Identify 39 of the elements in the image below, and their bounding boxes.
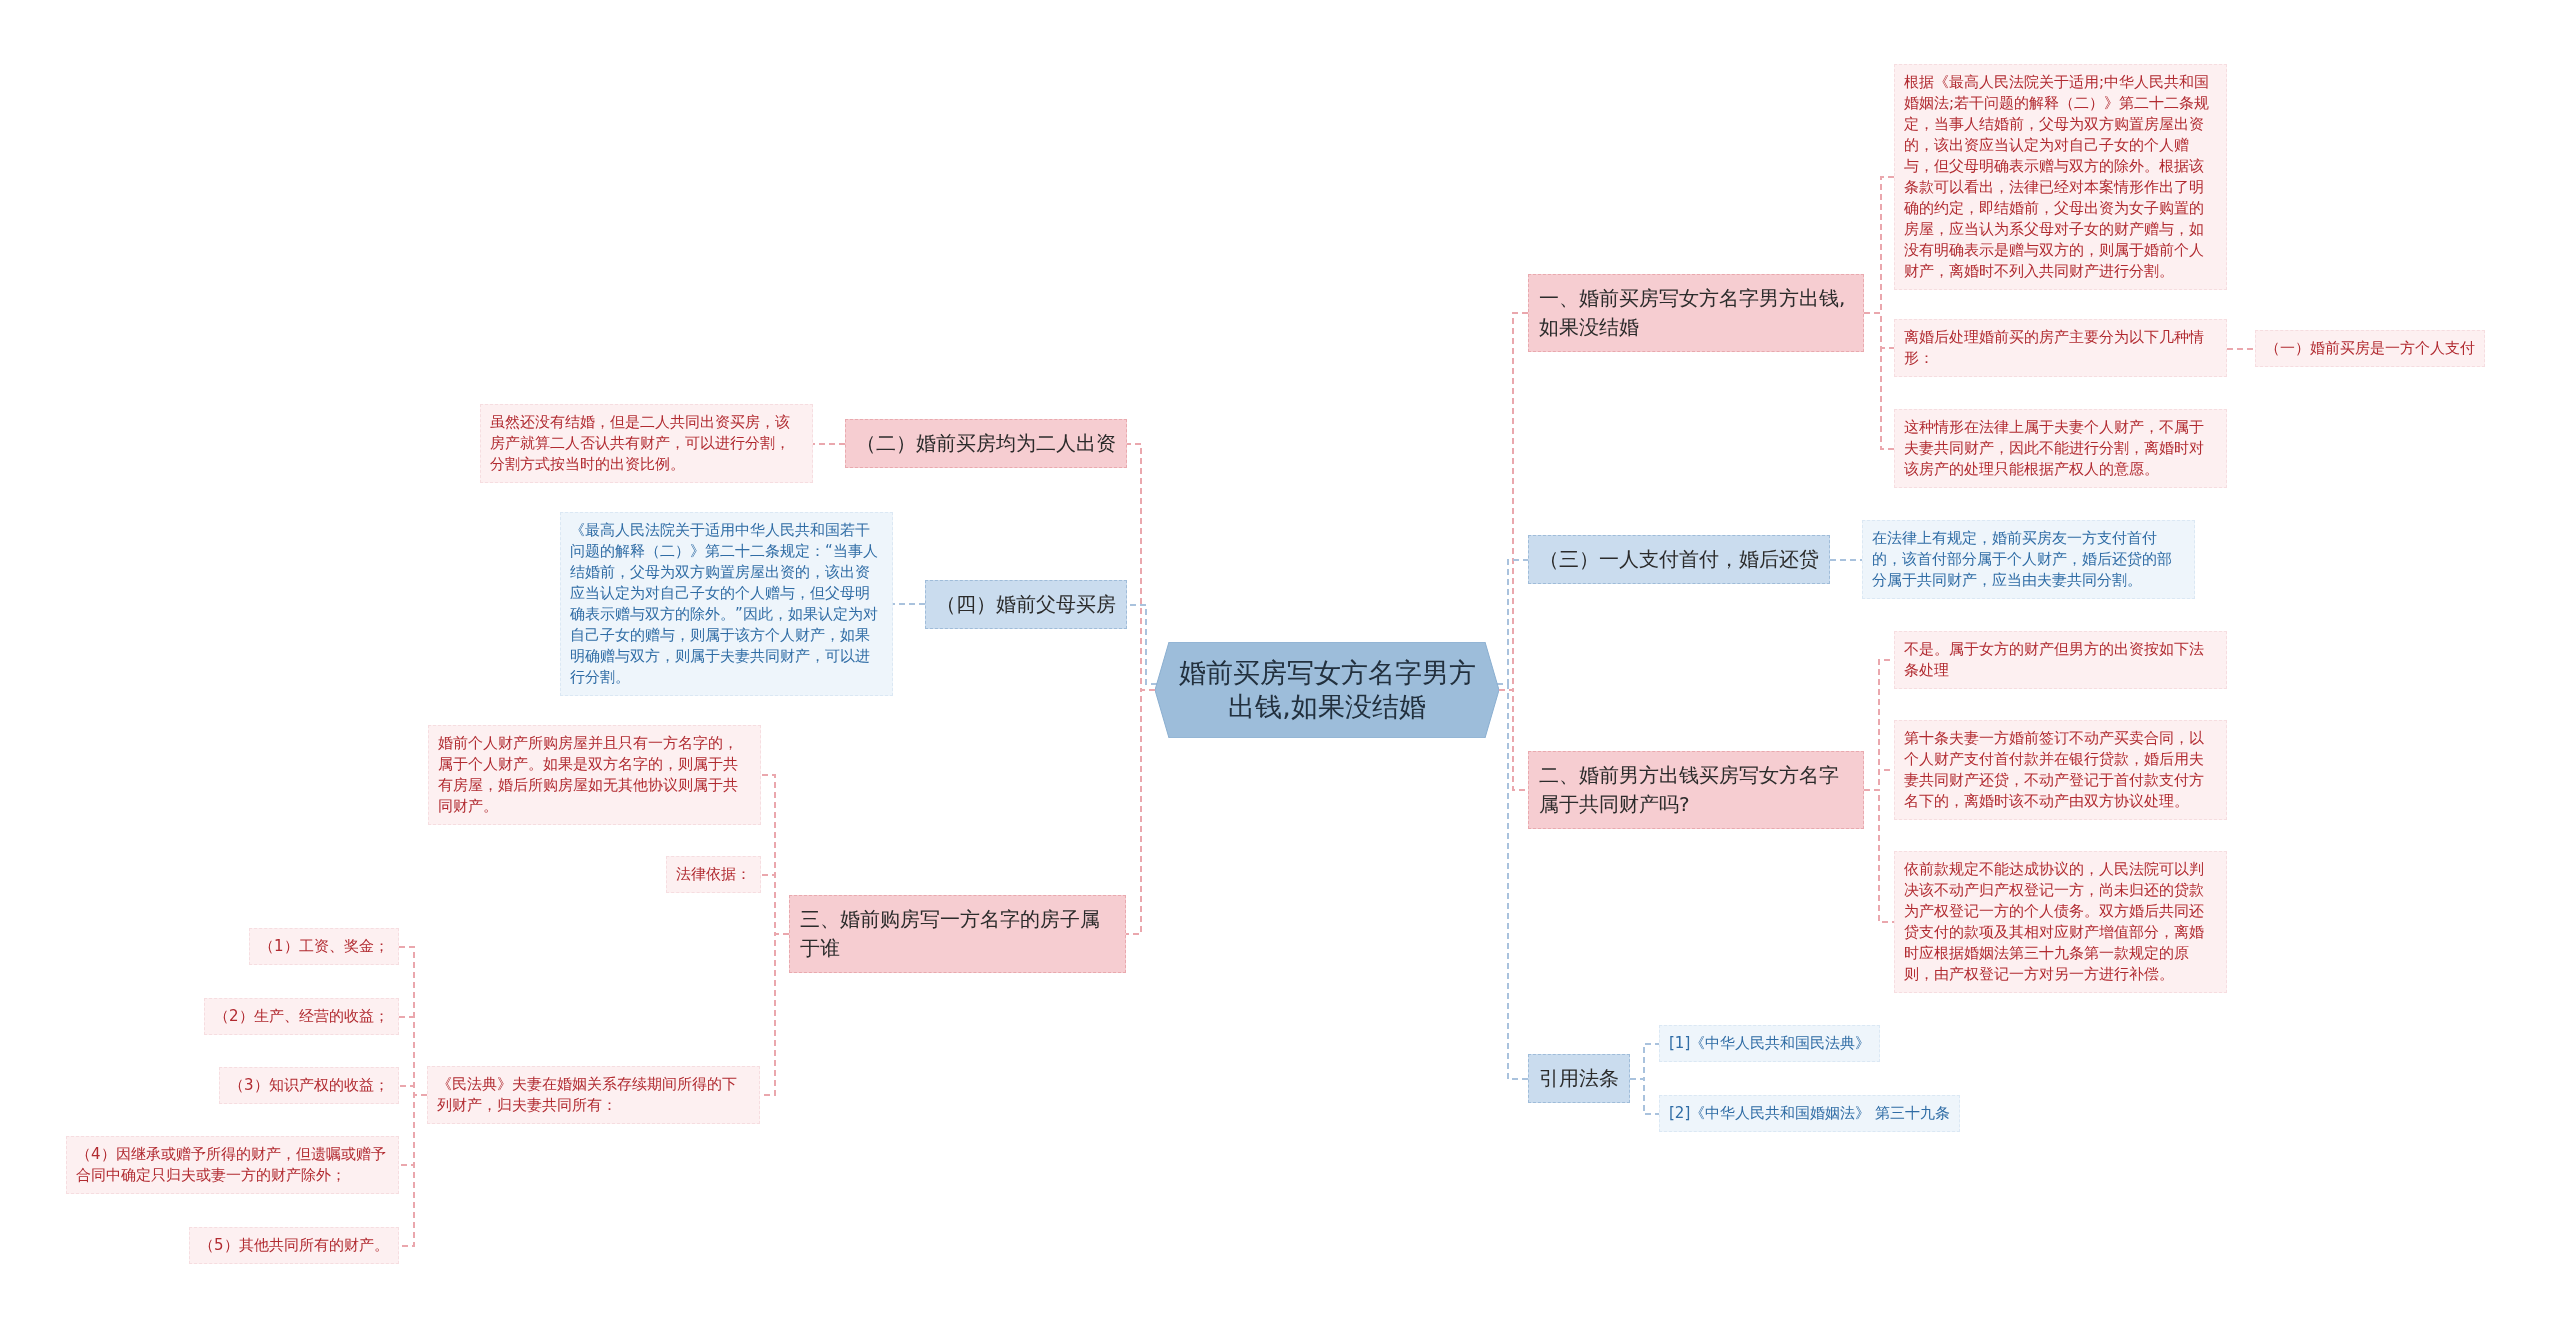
- branch-box: （三）一人支付首付，婚后还贷: [1528, 535, 1830, 584]
- note-box: （3）知识产权的收益；: [219, 1067, 399, 1104]
- note-box: 婚前个人财产所购房屋并且只有一方名字的，属于个人财产。如果是双方名字的，则属于共有房屋，婚后所购房屋如无其他协议则属于共同财产。: [428, 725, 761, 825]
- note-box: 在法律上有规定，婚前买房友一方支付首付的，该首付部分属于个人财产，婚后还贷的部分属于共同财产，应当由夫妻共同分割。: [1862, 520, 2195, 599]
- branch-box: 二、婚前男方出钱买房写女方名字属于共同财产吗?: [1528, 751, 1864, 829]
- central-topic: 婚前买房写女方名字男方出钱,如果没结婚: [1155, 642, 1499, 738]
- note-box: 第十条夫妻一方婚前签订不动产买卖合同，以个人财产支付首付款并在银行贷款，婚后用夫妻共同财产还贷，不动产登记于首付款支付方名下的，离婚时该不动产由双方协议处理。: [1894, 720, 2227, 820]
- note-box: 法律依据：: [666, 856, 761, 893]
- note-box: 《最高人民法院关于适用中华人民共和国若干问题的解释（二）》第二十二条规定：“当事人结婚前，父母为双方购置房屋出资的，该出资应当认定为对自己子女的个人赠与，但父母明确表示赠与双方的除外。”因此，如果认定为对自己子女的赠与，则属于该方个人财产，如果明确赠与双方，则属于夫妻共同财产，可以进行分割。: [560, 512, 893, 696]
- note-box: （2）生产、经营的收益；: [204, 998, 399, 1035]
- note-box: 虽然还没有结婚，但是二人共同出资买房，该房产就算二人否认共有财产，可以进行分割，分割方式按当时的出资比例。: [480, 404, 813, 483]
- note-box: （4）因继承或赠予所得的财产，但遗嘱或赠予合同中确定只归夫或妻一方的财产除外；: [66, 1136, 399, 1194]
- connector-line: [1829, 559, 1863, 561]
- branch-box: 引用法条: [1528, 1054, 1630, 1103]
- note-box: 不是。属于女方的财产但男方的出资按如下法条处理: [1894, 631, 2227, 689]
- note-box: [2]《中华人民共和国婚姻法》 第三十九条: [1659, 1095, 1960, 1132]
- branch-box: （二）婚前买房均为二人出资: [845, 419, 1127, 468]
- connector-line: [398, 946, 428, 1247]
- connector-line: [1629, 1043, 1660, 1115]
- branch-box: 一、婚前买房写女方名字男方出钱,如果没结婚: [1528, 274, 1864, 352]
- note-box: [1]《中华人民共和国民法典》: [1659, 1025, 1881, 1062]
- note-box: （1）工资、奖金；: [249, 928, 399, 965]
- connector-line: [1498, 312, 1529, 791]
- connector-line: [1863, 659, 1895, 923]
- connector-line: [1125, 443, 1156, 935]
- note-box: 离婚后处理婚前买的房产主要分为以下几种情形：: [1894, 319, 2227, 377]
- connector-line: [812, 443, 846, 445]
- note-box: （5）其他共同所有的财产。: [189, 1227, 399, 1264]
- branch-box: 三、婚前购房写一方名字的房子属于谁: [789, 895, 1126, 973]
- connector-line: [1863, 176, 1895, 450]
- note-box: （一）婚前买房是一方个人支付: [2255, 330, 2485, 367]
- note-box: 根据《最高人民法院关于适用;中华人民共和国婚姻法;若干问题的解释（二）》第二十二条规定，当事人结婚前，父母为双方购置房屋出资的，该出资应当认定为对自己子女的个人赠与，但父母明确表示赠与双方的除外。根据该条款可以看出，法律已经对本案情形作出了明确的约定，即结婚前，父母出资为女子购置的房屋，应当认为系父母对子女的财产赠与，如没有明确表示是赠与双方的，则属于婚前个人财产，离婚时不列入共同财产进行分割。: [1894, 64, 2227, 290]
- note-box: 《民法典》夫妻在婚姻关系存续期间所得的下列财产，归夫妻共同所有：: [427, 1066, 760, 1124]
- connector-line: [892, 603, 926, 605]
- connector-line: [2226, 348, 2256, 350]
- connector-line: [759, 774, 790, 1096]
- note-box: 这种情形在法律上属于夫妻个人财产，不属于夫妻共同财产，因此不能进行分割，离婚时对该房产的处理只能根据产权人的意愿。: [1894, 409, 2227, 488]
- branch-box: （四）婚前父母买房: [925, 580, 1127, 629]
- note-box: 依前款规定不能达成协议的，人民法院可以判决该不动产归产权登记一方，尚未归还的贷款为产权登记一方的个人债务。双方婚后共同还贷支付的款项及其相对应财产增值部分，离婚时应根据婚姻法第三十九条第一款规定的原则，由产权登记一方对另一方进行补偿。: [1894, 851, 2227, 993]
